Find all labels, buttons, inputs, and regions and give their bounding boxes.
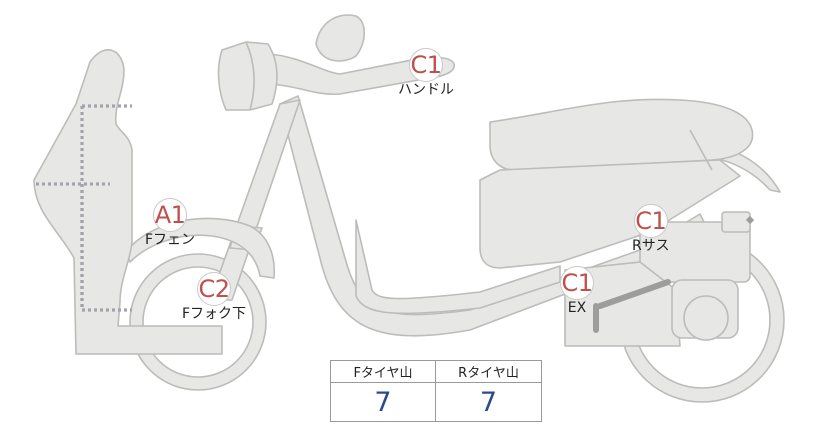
rear-tire-tread-value: 7 (479, 386, 498, 418)
part-label: ハンドル (398, 82, 454, 98)
grade-badge: A1 (153, 198, 188, 232)
marker-front-fork-lower: C2 Fフォク下 (182, 272, 246, 322)
marker-front-fender: A1 Fフェン (145, 198, 195, 248)
front-tire-tread-value: 7 (331, 383, 436, 421)
grade-badge: C2 (197, 272, 232, 306)
handlebar-arm (267, 53, 455, 96)
rear-suspension-cylinder (721, 211, 751, 233)
front-fender (125, 217, 276, 279)
grade-badge: C1 (633, 204, 668, 238)
rear-hub (683, 295, 729, 341)
tire-tread-table: Fタイヤ山 Rタイヤ山 7 7 (330, 360, 542, 422)
rear-tire-tread-header: Rタイヤ山 (436, 361, 541, 383)
grade-badge: C1 (409, 48, 443, 82)
panel-dotted-lines (36, 104, 132, 312)
headlight (217, 41, 278, 111)
front-fork (209, 99, 301, 301)
marker-handle: C1 ハンドル (398, 48, 454, 98)
front-tire-tread-header: Fタイヤ山 (331, 361, 436, 383)
mirror (315, 14, 366, 62)
marker-rear-suspension: C1 Rサス (632, 204, 669, 254)
exhaust-pipe (597, 279, 671, 309)
grade-badge: C1 (560, 266, 594, 300)
part-label: Fフェン (145, 232, 196, 248)
part-label: Rサス (632, 238, 670, 254)
part-label: Fフォク下 (182, 306, 247, 322)
marker-exhaust: C1 EX (560, 266, 594, 316)
part-label: EX (567, 300, 587, 316)
